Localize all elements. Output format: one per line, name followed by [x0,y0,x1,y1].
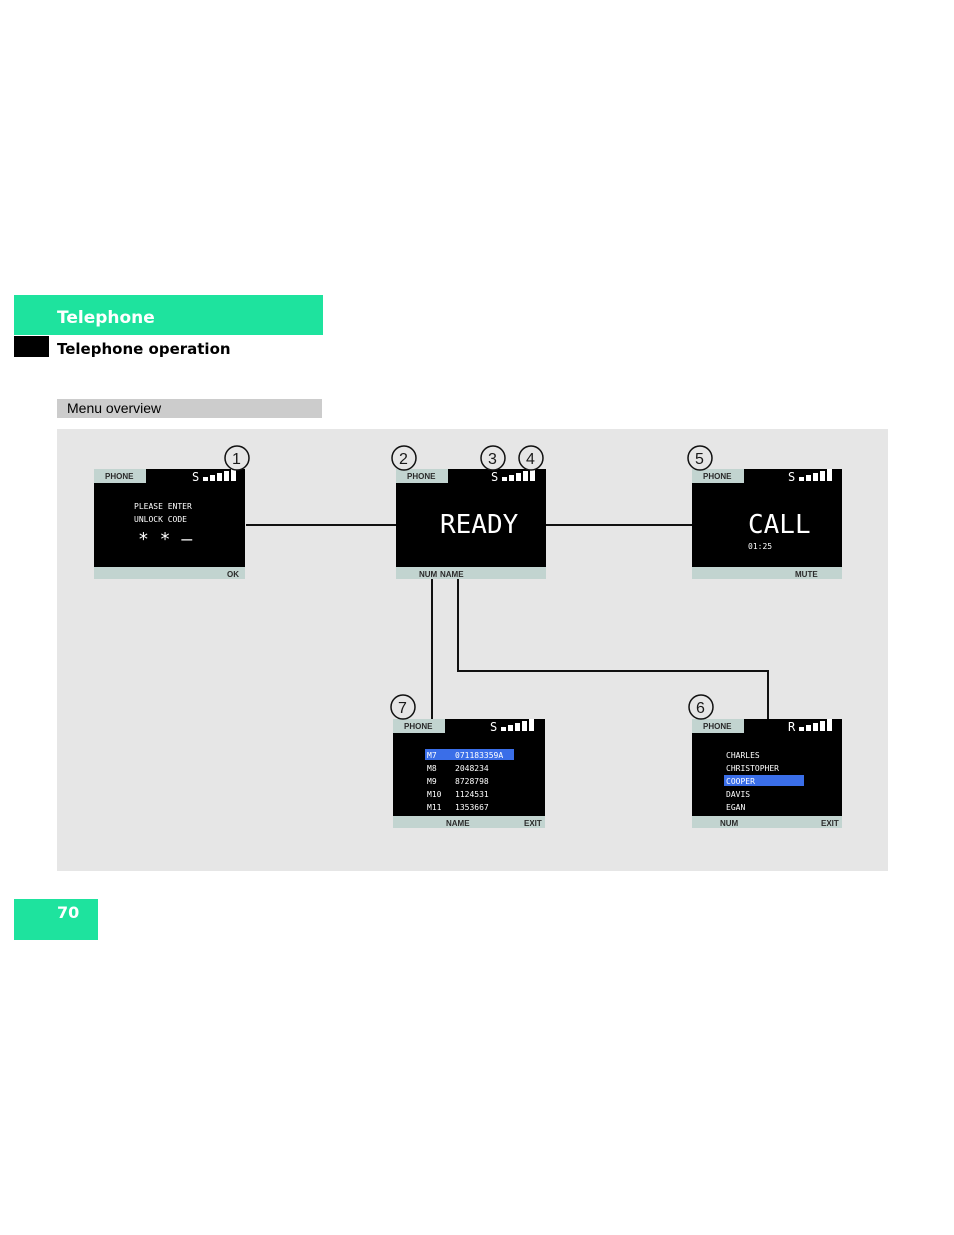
name-row: COOPER [726,777,755,786]
num-row-value: 2048234 [455,764,489,773]
num-row-key: M7 [427,751,437,760]
screen-name-highlight [724,775,804,786]
screen-num-softkey-name: NAME [446,819,470,828]
screen-unlock-tab-label: PHONE [105,472,134,481]
screen-num-tab [393,719,445,733]
screen-call-display [692,469,842,567]
screen-ready-display [396,469,546,567]
screen-name-softkey-exit: EXIT [821,819,839,828]
screen-unlock-line2: UNLOCK CODE [134,515,187,524]
num-row-key: M10 [427,790,442,799]
name-row: DAVIS [726,790,750,799]
screen-ready: PHONE S READY NUM NAME 2 3 4 [391,445,546,579]
screen-num-display [393,719,545,816]
screen-unlock-display [94,469,245,567]
screen-unlock-code: * * – [138,529,192,550]
section-header-bar [14,295,323,335]
page-number: 70 [57,903,80,922]
callout-3 [480,445,506,471]
callout-1-label: 1 [232,451,241,468]
num-row-key: M11 [427,803,442,812]
screen-num-highlight [425,749,514,760]
screen-num-tab-label: PHONE [404,722,433,731]
name-row: CHRISTOPHER [726,764,779,773]
signal-bars-icon [502,469,535,481]
num-row-key: M9 [427,777,437,786]
screen-name-list: PHONE R CHARLES CHRISTOPHER COOPER DAVIS… [688,694,842,828]
screen-call: PHONE S CALL 01:25 MUTE 5 [687,445,842,579]
figure-caption: Menu overview [67,400,162,416]
screen-name-signal-letter: R [788,720,796,734]
connector-lines [246,524,769,719]
screen-call-signal-letter: S [788,470,795,484]
screen-num-softkey-exit: EXIT [524,819,542,828]
screen-name-tab [692,719,744,733]
num-row-key: M8 [427,764,437,773]
section-title: Telephone [57,308,155,328]
callout-2-label: 2 [399,451,408,468]
callout-4 [518,445,544,471]
callout-4-label: 4 [526,451,535,468]
signal-bars-icon [799,469,832,481]
screen-ready-softkey-bar [396,567,546,579]
signal-bars-icon [799,719,832,731]
callout-1 [224,445,250,471]
screen-unlock: PHONE S PLEASE ENTER UNLOCK CODE * * – O… [94,445,250,579]
callout-6 [688,694,714,720]
screen-name-tab-label: PHONE [703,722,732,731]
callout-2 [391,445,417,471]
signal-bars-icon [501,719,534,731]
figure-caption-bar [57,399,322,418]
screen-name-softkey-num: NUM [720,819,739,828]
num-row-value: 8728798 [455,777,489,786]
name-row: EGAN [726,803,745,812]
screen-ready-softkey-name: NAME [440,570,464,579]
name-row: CHARLES [726,751,760,760]
screen-num-softkey-bar [393,816,545,828]
callout-5 [687,445,713,471]
screen-call-softkey-mute: MUTE [795,570,818,579]
screen-call-main: CALL [748,510,811,540]
screen-call-softkey-bar [692,567,842,579]
connector-ready-name [457,579,769,719]
screen-name-display [692,719,842,816]
callout-7 [390,694,416,720]
subsection-title: Telephone operation [57,340,231,358]
screen-call-tab-label: PHONE [703,472,732,481]
menu-overview-diagram: PHONE S PLEASE ENTER UNLOCK CODE * * – O… [57,429,888,871]
num-row-value: 1353667 [455,803,489,812]
num-row-value: 1124531 [455,790,489,799]
num-row-value: 071183359A [455,751,503,760]
screen-ready-signal-letter: S [491,470,498,484]
screen-num-signal-letter: S [490,720,497,734]
subsection-marker [14,336,49,357]
screen-name-rows: CHARLES CHRISTOPHER COOPER DAVIS EGAN [726,751,779,812]
page-number-tab [14,899,98,940]
screen-num-rows: M7 071183359A M8 2048234 M9 8728798 M10 … [427,751,503,812]
screen-unlock-tab [94,469,146,483]
signal-bars-icon [203,469,236,481]
callout-3-label: 3 [488,451,497,468]
screen-name-softkey-bar [692,816,842,828]
screen-ready-tab-label: PHONE [407,472,436,481]
screen-ready-softkey-num: NUM [419,570,438,579]
screen-call-timer: 01:25 [748,542,772,551]
screen-num-list: PHONE S M7 071183359A M8 2048234 M9 8728… [390,694,545,828]
screen-unlock-signal-letter: S [192,470,199,484]
screen-unlock-softkey-ok: OK [227,570,239,579]
callout-6-label: 6 [696,700,705,717]
screen-call-tab [692,469,744,483]
screen-ready-tab [396,469,448,483]
screen-ready-main: READY [440,510,519,540]
callout-7-label: 7 [398,700,407,717]
callout-5-label: 5 [695,451,704,468]
menu-diagram-svg: PHONE S PLEASE ENTER UNLOCK CODE * * – O… [94,445,842,828]
screen-unlock-line1: PLEASE ENTER [134,502,192,511]
screen-unlock-softkey-bar [94,567,245,579]
